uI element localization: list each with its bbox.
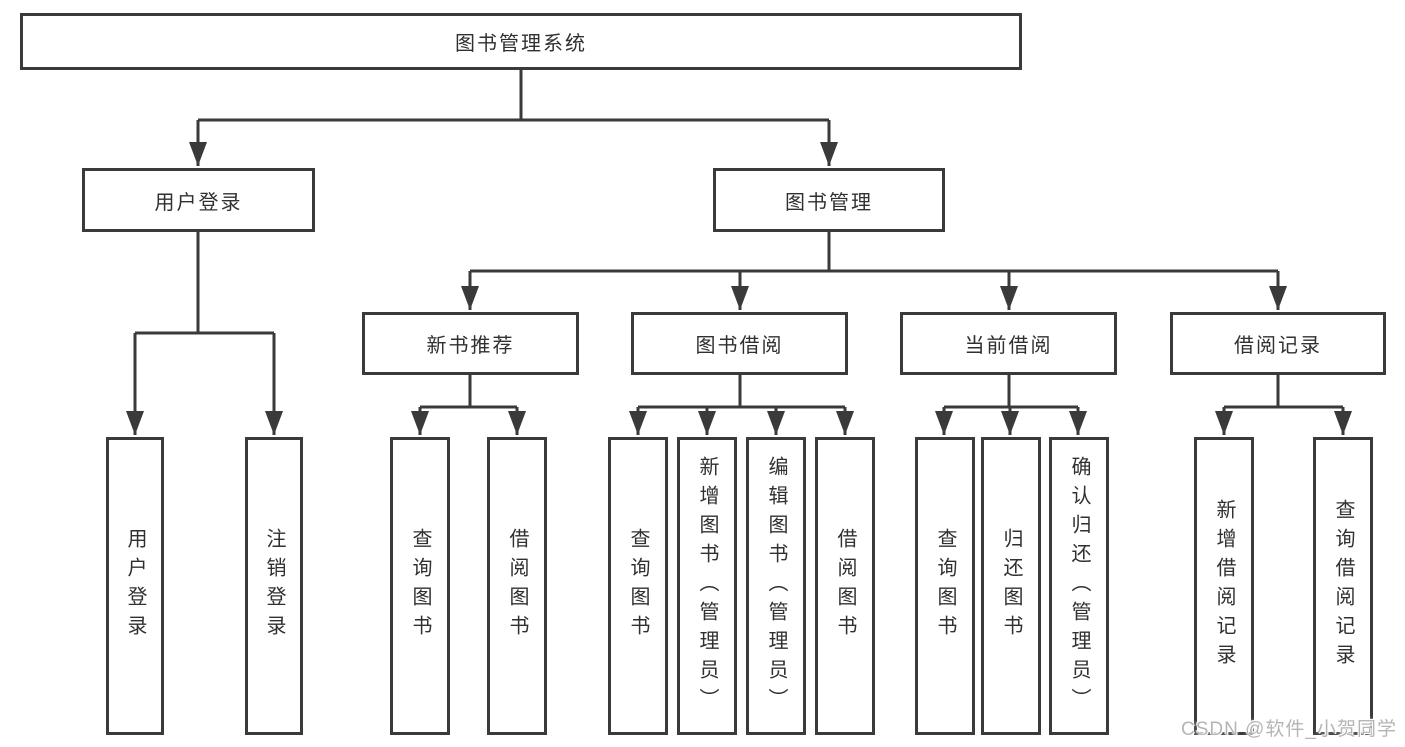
leaf-user-login-label: 用户登录 [124,528,146,644]
leaf-records-query-record: 查询借阅记录 [1313,437,1373,735]
node-borrowing-records: 借阅记录 [1170,312,1386,375]
node-book-borrowing: 图书借阅 [631,312,848,375]
leaf-current-confirm-return-admin-label: 确认归还（管理员） [1068,455,1090,717]
leaf-recommend-query-books: 查询图书 [390,437,450,735]
connector-arrows [126,120,1352,435]
leaf-borrowing-edit-books-admin: 编辑图书（管理员） [746,437,806,735]
leaf-borrowing-borrow-books-label: 借阅图书 [834,528,856,644]
leaf-current-confirm-return-admin: 确认归还（管理员） [1049,437,1109,735]
node-user-login: 用户登录 [82,168,315,232]
leaf-borrowing-edit-books-admin-label: 编辑图书（管理员） [765,455,787,717]
node-current-borrowing: 当前借阅 [900,312,1117,375]
leaf-current-query-books-label: 查询图书 [934,528,956,644]
leaf-current-query-books: 查询图书 [915,437,975,735]
leaf-recommend-borrow-books-label: 借阅图书 [506,528,528,644]
leaf-logout-label: 注销登录 [263,528,285,644]
leaf-borrowing-query-books: 查询图书 [608,437,668,735]
leaf-current-return-books: 归还图书 [981,437,1041,735]
leaf-records-add-record: 新增借阅记录 [1194,437,1254,735]
leaf-current-return-books-label: 归还图书 [1000,528,1022,644]
leaf-user-login: 用户登录 [106,437,164,735]
node-book-management: 图书管理 [713,168,945,232]
leaf-recommend-query-books-label: 查询图书 [409,528,431,644]
node-new-book-recommend: 新书推荐 [362,312,579,375]
leaf-borrowing-query-books-label: 查询图书 [627,528,649,644]
leaf-recommend-borrow-books: 借阅图书 [487,437,547,735]
leaf-borrowing-borrow-books: 借阅图书 [815,437,875,735]
leaf-logout: 注销登录 [245,437,303,735]
csdn-watermark: CSDN @软件_小贺同学 [1181,719,1397,740]
leaf-records-add-record-label: 新增借阅记录 [1213,499,1235,673]
connector-skeleton [135,70,1343,409]
leaf-records-query-record-label: 查询借阅记录 [1332,499,1354,673]
leaf-borrowing-add-books-admin-label: 新增图书（管理员） [696,455,718,717]
leaf-borrowing-add-books-admin: 新增图书（管理员） [677,437,737,735]
node-root-library-system: 图书管理系统 [20,13,1022,70]
